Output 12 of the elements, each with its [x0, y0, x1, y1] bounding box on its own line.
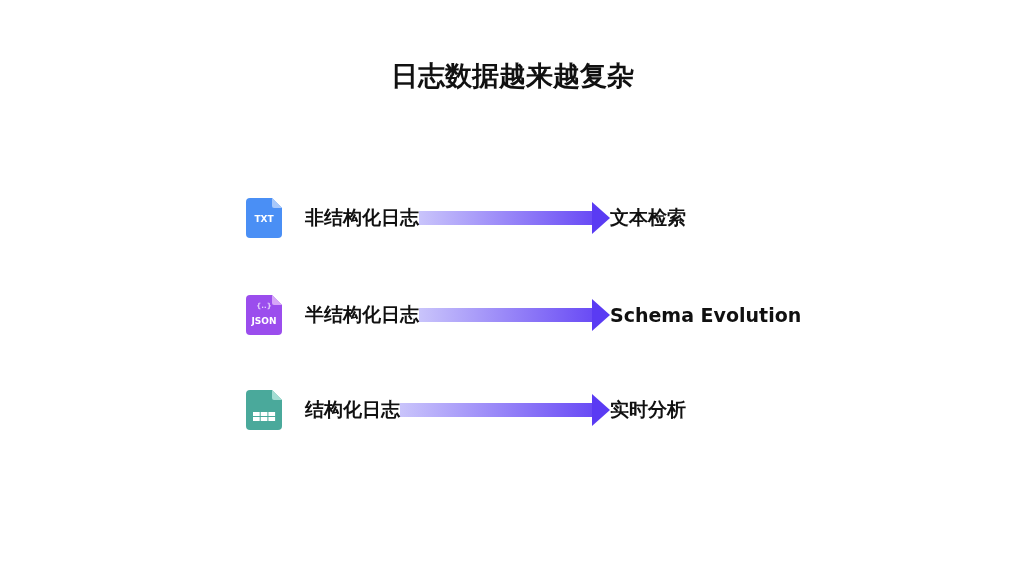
arrow — [419, 299, 610, 331]
node-label: 非结构化日志 — [305, 205, 419, 230]
title: 日志数据越来越复杂 — [389, 59, 635, 93]
node-label: Schema Evolution — [610, 304, 802, 326]
arrow — [400, 394, 610, 426]
file-type-label: JSON — [250, 317, 278, 326]
node-label: 文本检索 — [610, 205, 686, 230]
node-label: 实时分析 — [610, 397, 686, 422]
node-label: 结构化日志 — [305, 397, 400, 422]
arrow — [419, 202, 610, 234]
file-type-label: TXT — [253, 215, 275, 224]
node-label: 半结构化日志 — [305, 302, 419, 327]
